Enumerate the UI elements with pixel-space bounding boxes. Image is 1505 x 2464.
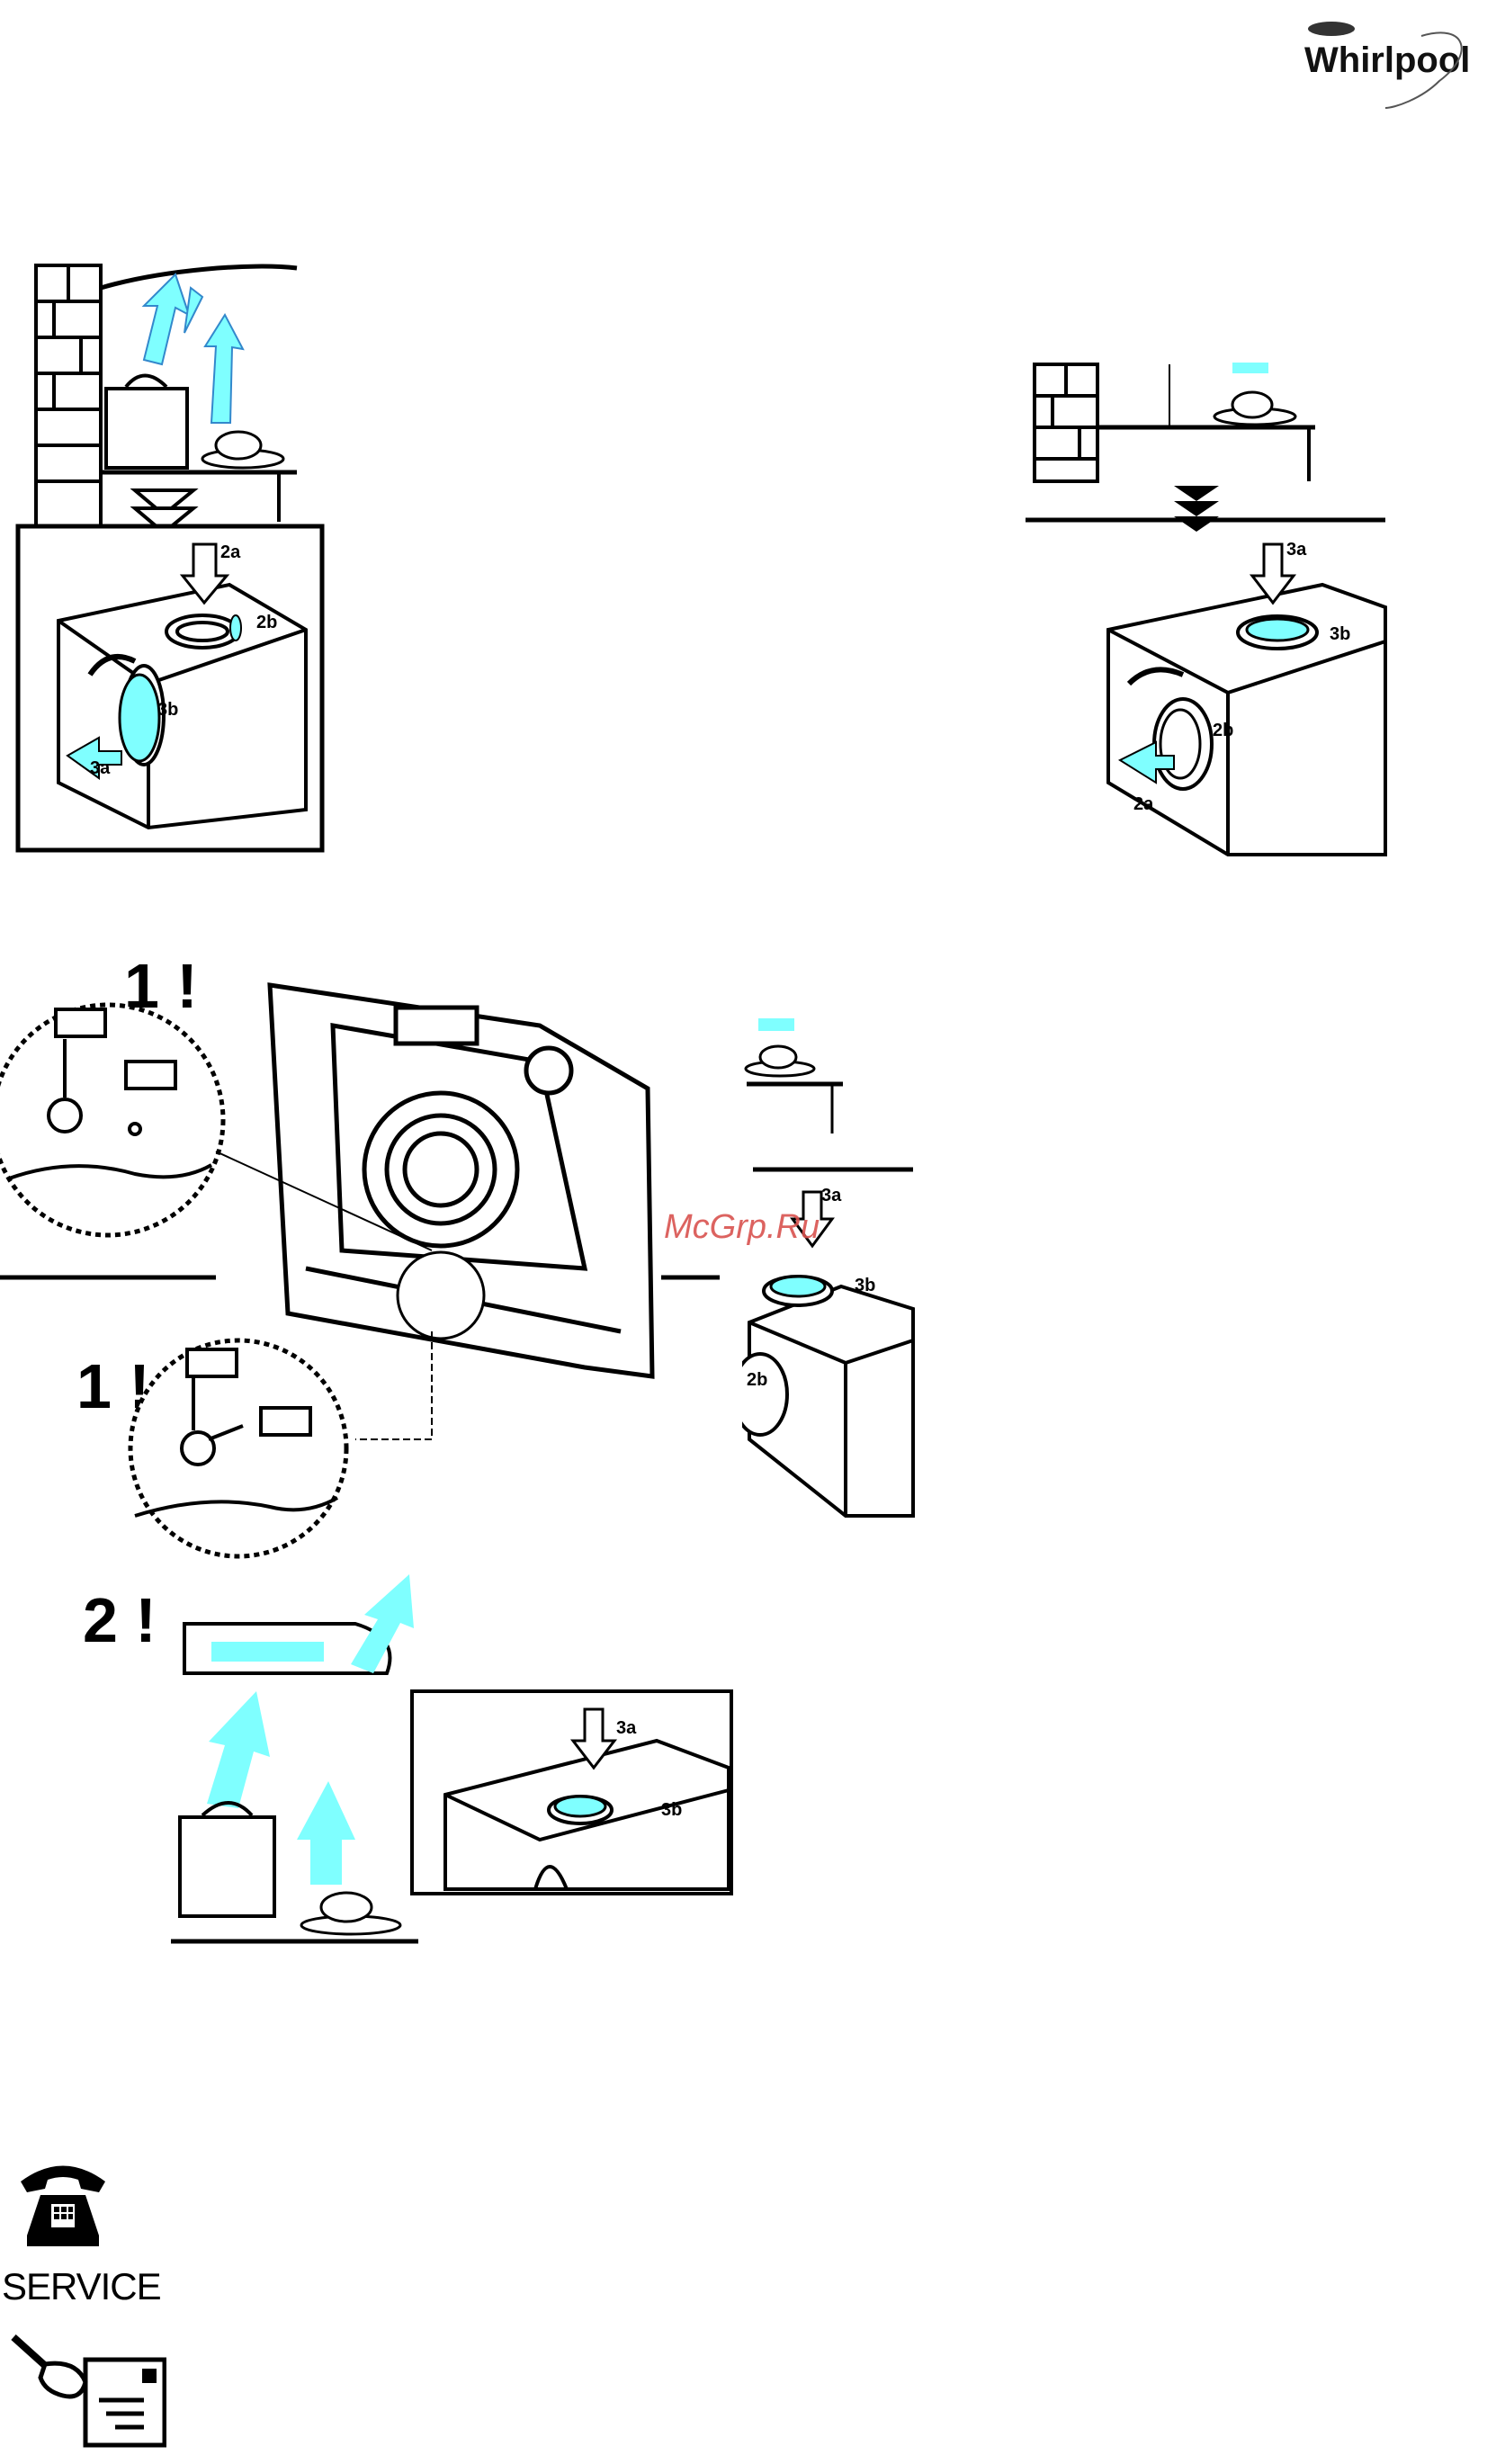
airflow-arrow-icon bbox=[1232, 363, 1268, 373]
airflow-arrow-icon bbox=[297, 1781, 355, 1885]
magnifier-circle bbox=[0, 1005, 223, 1235]
roast-chicken-icon bbox=[202, 432, 283, 468]
letter-hand-icon bbox=[9, 2328, 166, 2454]
service-label: SERVICE bbox=[2, 2265, 161, 2308]
brick-wall-icon bbox=[36, 265, 101, 526]
airflow-arrow-icon bbox=[207, 1691, 270, 1808]
brick-wall-icon bbox=[1035, 364, 1097, 481]
step-2-label: 2 ! bbox=[83, 1585, 157, 1655]
label-2b: 2b bbox=[747, 1370, 767, 1390]
label-3b: 3b bbox=[661, 1800, 682, 1820]
roast-chicken-icon bbox=[301, 1893, 400, 1934]
label-3a: 3a bbox=[616, 1718, 637, 1738]
figure-top-right: 3a 3b 2b 2a bbox=[1026, 355, 1403, 882]
label-2b: 2b bbox=[1213, 721, 1233, 740]
brand-logo: Whirlpool bbox=[1286, 18, 1502, 121]
brand-name: Whirlpool bbox=[1304, 40, 1470, 80]
chevron-down-icon bbox=[1174, 486, 1219, 532]
airflow-arrow-icon bbox=[758, 1018, 794, 1031]
label-3a: 3a bbox=[90, 758, 111, 778]
roast-chicken-icon bbox=[1214, 392, 1295, 425]
label-2a: 2a bbox=[220, 542, 241, 562]
label-2a: 2a bbox=[1133, 794, 1154, 814]
telephone-icon bbox=[13, 2155, 112, 2258]
figure-middle-right: 3a 3b 2b bbox=[742, 1017, 922, 1525]
label-3b: 3b bbox=[157, 700, 178, 720]
watermark-text: McGrp.Ru bbox=[664, 1208, 820, 1247]
label-3a: 3a bbox=[821, 1186, 842, 1205]
logo-badge-icon bbox=[1308, 22, 1355, 36]
label-3b: 3b bbox=[855, 1276, 875, 1295]
cooking-pot-icon bbox=[180, 1803, 274, 1916]
figure-top-left: 2a 2b 3b 3a bbox=[0, 252, 333, 868]
cooking-pot-icon bbox=[106, 376, 187, 469]
label-3a: 3a bbox=[1286, 540, 1307, 560]
label-3b: 3b bbox=[1330, 624, 1350, 644]
label-2b: 2b bbox=[256, 613, 277, 632]
roast-chicken-icon bbox=[746, 1046, 814, 1076]
